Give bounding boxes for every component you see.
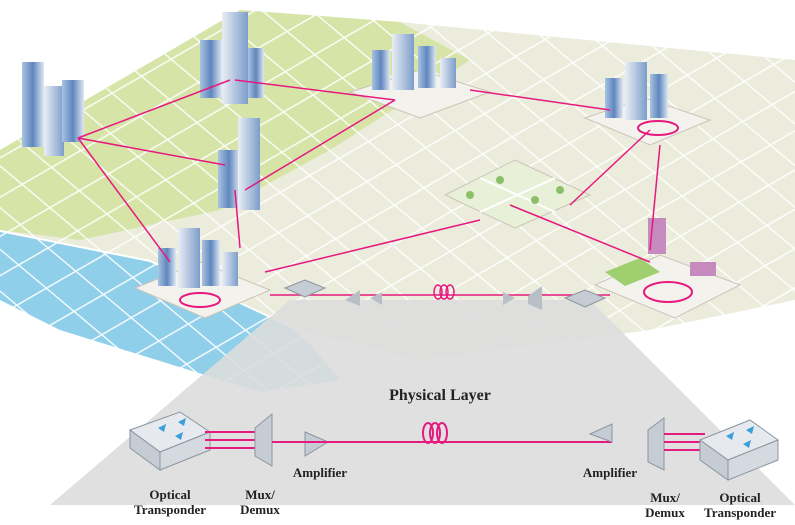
park-platform: [443, 159, 592, 229]
upper-equipment: [283, 279, 607, 310]
fiber-link: [469, 89, 611, 111]
right-amplifier-label: Amplifier: [582, 465, 638, 480]
fiber-link: [77, 137, 226, 166]
transponder-small-icon: [283, 279, 327, 298]
left-transponder-label: Optical Transponder: [134, 487, 206, 517]
fiber-spool-icon: [422, 422, 448, 444]
fiber-link: [234, 189, 241, 249]
fiber-link: [649, 144, 661, 251]
physical-layer-plane: [50, 300, 795, 505]
amplifier-small-icon: [503, 292, 515, 305]
fiber-link: [264, 219, 481, 273]
city-block-west: [22, 62, 84, 156]
fiber-spool-small-icon: [433, 284, 455, 300]
city-platform-east: [583, 62, 712, 146]
city-platform-southwest: [133, 228, 272, 319]
amplifier-left-icon: [304, 431, 330, 457]
physical-layer-title: Physical Layer: [389, 387, 491, 404]
fiber-link: [77, 79, 231, 139]
right-transponder-label: Optical Transponder: [704, 490, 776, 520]
mux-small-icon: [528, 286, 542, 310]
amplifier-right-icon: [588, 423, 613, 443]
fiber-link: [244, 99, 396, 191]
optical-transponder-right-icon: [698, 419, 780, 481]
right-mux-label: Mux/ Demux: [645, 490, 685, 520]
transponder-small-icon: [563, 289, 607, 308]
fiber-link: [234, 79, 396, 101]
amplifier-small-icon: [370, 292, 382, 305]
fiber-link: [77, 137, 171, 263]
left-amplifier-label: Amplifier: [292, 465, 348, 480]
fiber-link: [509, 204, 651, 263]
physical-equipment: [128, 411, 780, 481]
optical-transponder-left-icon: [128, 411, 212, 471]
left-mux-label: Mux/ Demux: [240, 487, 280, 517]
fiber-link: [569, 129, 651, 206]
mux-demux-left-icon: [254, 412, 273, 467]
city-platform-center: [348, 34, 492, 119]
city-block-north: [200, 12, 264, 104]
mux-demux-right-icon: [647, 417, 665, 471]
amplifier-small-icon: [345, 290, 360, 306]
